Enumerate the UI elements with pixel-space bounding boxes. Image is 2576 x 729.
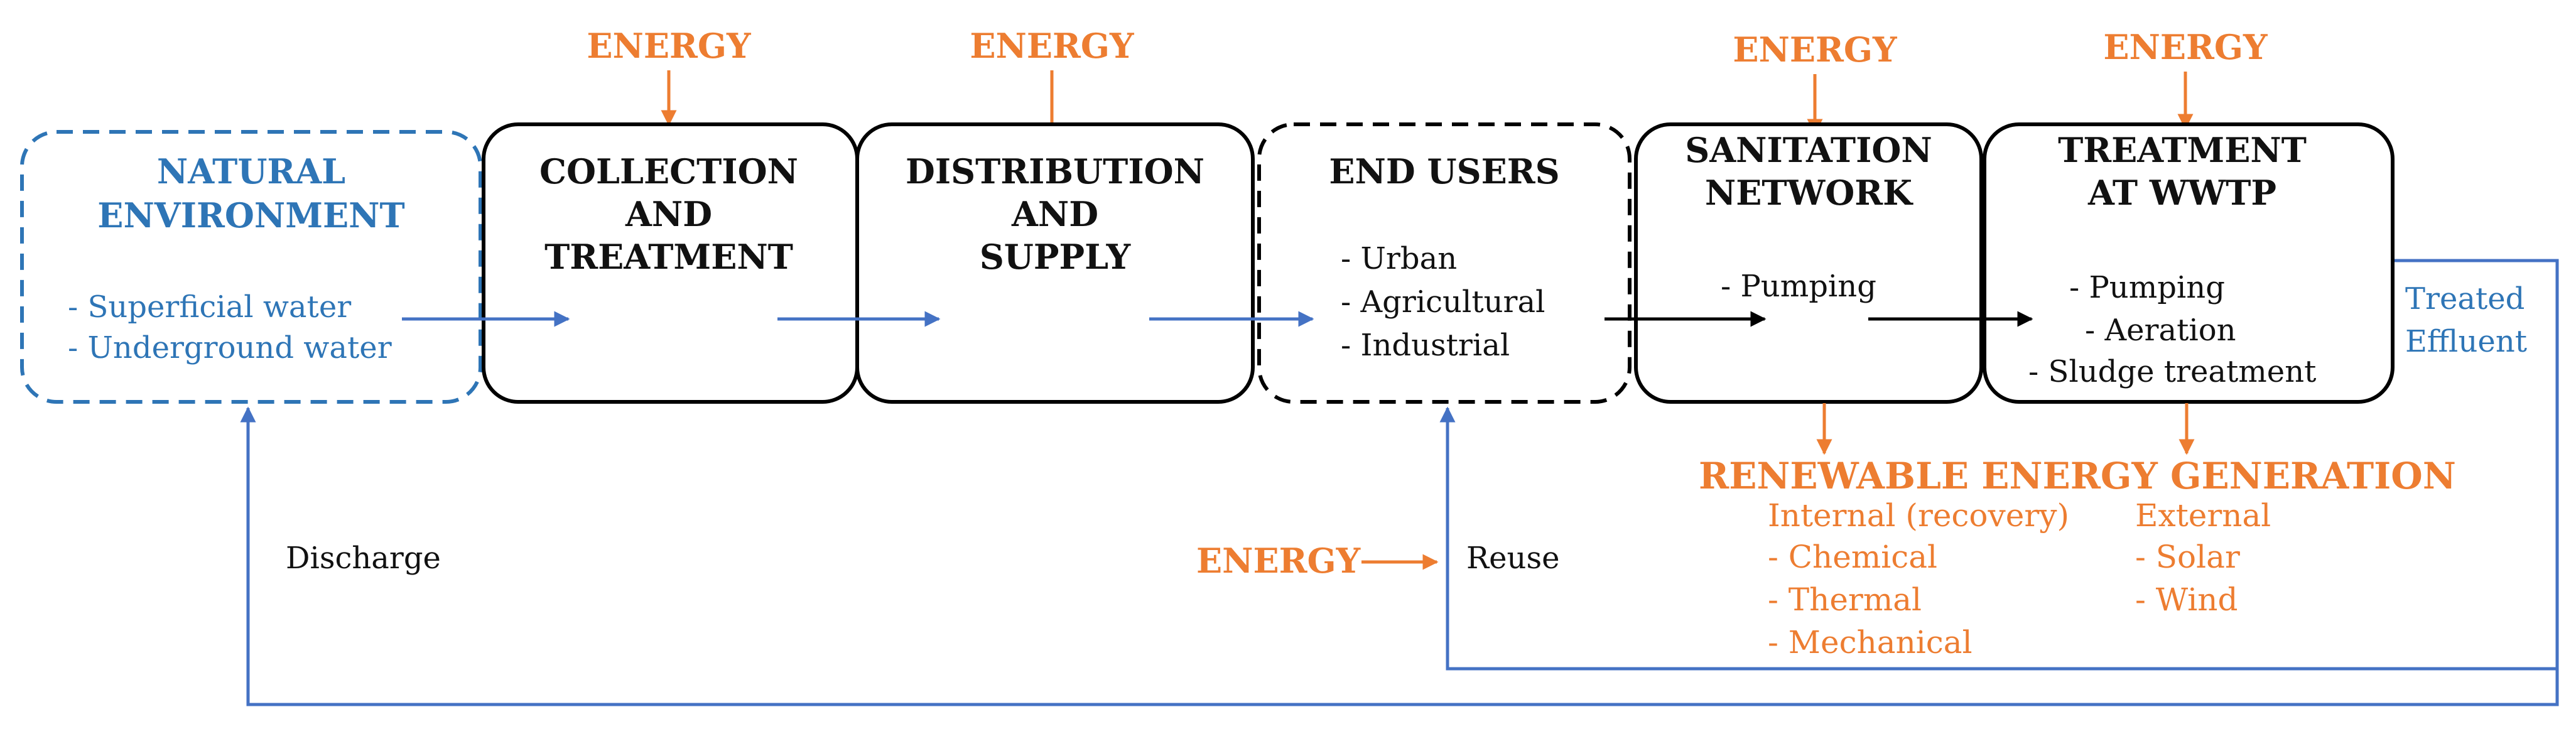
sanitation-network-title-line-1: SANITATION bbox=[1685, 130, 1932, 170]
renewable-external-item: - Wind bbox=[2135, 581, 2238, 618]
treatment-wwtp-item: - Aeration bbox=[2085, 313, 2236, 348]
renewable-external-item: - Solar bbox=[2135, 539, 2240, 575]
end-users-item: - Urban bbox=[1341, 241, 1457, 276]
energy-label-sanitation: ENERGY bbox=[1733, 30, 1898, 70]
end-users-item: - Industrial bbox=[1341, 328, 1510, 363]
treated-effluent-label-line-2: Effluent bbox=[2405, 324, 2527, 359]
natural-environment-box bbox=[20, 130, 482, 404]
distribution-supply-title-line-2: AND bbox=[1011, 194, 1098, 234]
end-users-box bbox=[1257, 122, 1632, 404]
natural-environment-item: - Superficial water bbox=[68, 289, 351, 325]
energy-label-collection: ENERGY bbox=[587, 26, 752, 66]
energy-label-reuse: ENERGY bbox=[1196, 541, 1361, 581]
treatment-wwtp-box bbox=[1983, 122, 2395, 404]
natural-environment-title-line-2: ENVIRONMENT bbox=[97, 195, 404, 235]
renewable-internal-item: - Mechanical bbox=[1768, 624, 1973, 661]
collection-treatment-title-line-3: TREATMENT bbox=[544, 237, 793, 277]
natural-environment-title-line-1: NATURAL bbox=[157, 151, 345, 192]
natural-environment-item: - Underground water bbox=[68, 330, 392, 365]
distribution-supply-title-line-1: DISTRIBUTION bbox=[906, 151, 1204, 192]
energy-label-wwtp: ENERGY bbox=[2103, 27, 2268, 67]
treatment-wwtp-item: - Pumping bbox=[2069, 270, 2225, 305]
sanitation-network-item: - Pumping bbox=[1721, 269, 1876, 304]
renewable-internal-item: - Thermal bbox=[1768, 581, 1922, 618]
discharge-flow-line bbox=[240, 259, 2559, 706]
renewable-internal-item: - Chemical bbox=[1768, 539, 1937, 575]
renewable-energy-title: RENEWABLE ENERGY GENERATION bbox=[1699, 455, 2456, 497]
treatment-wwtp-title-line-1: TREATMENT bbox=[2058, 130, 2307, 170]
distribution-supply-title-line-3: SUPPLY bbox=[980, 237, 1132, 277]
treatment-wwtp-title-line-2: AT WWTP bbox=[2087, 173, 2276, 213]
end-users-title: END USERS bbox=[1329, 151, 1559, 192]
end-users-item: - Agricultural bbox=[1341, 284, 1545, 320]
distribution-supply-box bbox=[855, 122, 1255, 404]
treatment-wwtp-item: - Sludge treatment bbox=[2028, 354, 2316, 389]
treated-effluent-label-line-1: Treated bbox=[2405, 281, 2525, 316]
renewable-internal-heading: Internal (recovery) bbox=[1768, 497, 2069, 534]
sanitation-network-box bbox=[1634, 122, 1983, 404]
sanitation-network-title-line-2: NETWORK bbox=[1705, 173, 1913, 213]
reuse-label: Reuse bbox=[1466, 541, 1560, 576]
energy-label-distribution: ENERGY bbox=[970, 26, 1135, 66]
collection-treatment-title-line-2: AND bbox=[625, 194, 712, 234]
collection-treatment-title-line-1: COLLECTION bbox=[539, 151, 798, 192]
renewable-external-heading: External bbox=[2135, 497, 2271, 534]
reuse-flow-line bbox=[1439, 406, 2557, 671]
discharge-label: Discharge bbox=[286, 541, 441, 576]
